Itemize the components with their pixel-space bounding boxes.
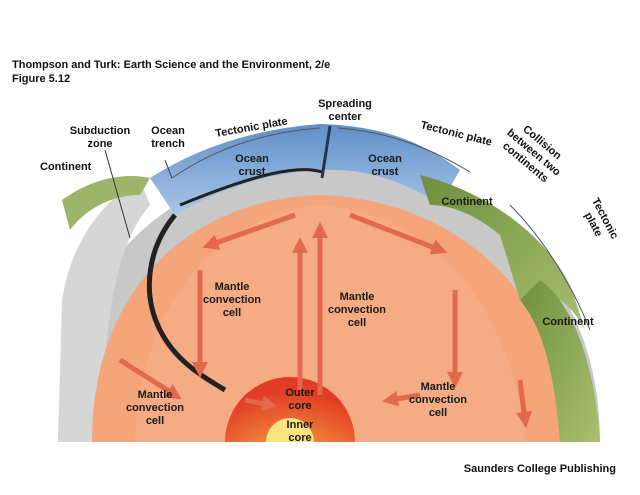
svg-text:crust: crust	[239, 166, 266, 178]
svg-text:Mantle: Mantle	[138, 389, 173, 401]
label-tectonic-plate-far: Tectonic plate	[582, 196, 621, 241]
label-continent-right: Continent	[542, 316, 594, 328]
spreading-center-ridge	[320, 125, 332, 179]
svg-text:cell: cell	[223, 307, 241, 319]
svg-text:core: core	[288, 400, 311, 412]
label-subduction-zone: Subduction zone	[70, 125, 131, 150]
svg-text:cell: cell	[429, 407, 447, 419]
svg-text:Mantle: Mantle	[215, 281, 250, 293]
svg-text:cell: cell	[348, 317, 366, 329]
figure-number: Figure 5.12	[12, 73, 71, 85]
plate-bracket-arcs	[171, 127, 591, 331]
left-continent-block	[58, 180, 150, 442]
label-outer-core: Outer core	[285, 387, 315, 412]
svg-text:Mantle: Mantle	[340, 291, 375, 303]
label-inner-core: Inner core	[287, 419, 315, 444]
label-mantle-cell-2: Mantle convection cell	[328, 291, 386, 329]
svg-text:crust: crust	[372, 166, 399, 178]
svg-text:convection: convection	[328, 304, 386, 316]
svg-text:convection: convection	[126, 402, 184, 414]
inner-core	[266, 418, 314, 442]
svg-text:trench: trench	[151, 138, 185, 150]
figure-citation: Thompson and Turk: Earth Science and the…	[12, 59, 331, 71]
leader-lines	[104, 149, 173, 239]
publisher-credit: Saunders College Publishing	[463, 463, 616, 475]
label-tectonic-plate-right: Tectonic plate	[419, 119, 493, 148]
label-ocean-trench: Ocean trench	[151, 125, 185, 150]
svg-text:cell: cell	[146, 415, 164, 427]
svg-text:Inner: Inner	[287, 419, 315, 431]
svg-text:Spreading: Spreading	[318, 98, 372, 110]
svg-text:zone: zone	[87, 138, 112, 150]
upper-mantle	[135, 205, 525, 442]
svg-text:convection: convection	[203, 294, 261, 306]
svg-text:Mantle: Mantle	[421, 381, 456, 393]
subducting-slab-top	[179, 168, 323, 207]
left-continent-surface	[62, 176, 150, 230]
label-ocean-crust-left: Ocean crust	[235, 153, 269, 178]
svg-text:Outer: Outer	[285, 387, 315, 399]
svg-text:Subduction: Subduction	[70, 125, 131, 137]
convection-arrows	[118, 212, 532, 428]
svg-text:center: center	[328, 111, 362, 123]
label-spreading-center: Spreading center	[318, 98, 372, 123]
far-right-continent	[520, 280, 600, 442]
label-collision: Collision between two continents	[500, 123, 564, 185]
svg-text:Ocean: Ocean	[235, 153, 269, 165]
label-mantle-cell-3: Mantle convection cell	[126, 389, 184, 427]
svg-text:Ocean: Ocean	[151, 125, 185, 137]
label-ocean-crust-right: Ocean crust	[368, 153, 402, 178]
label-mantle-cell-4: Mantle convection cell	[409, 381, 467, 419]
label-continent-left: Continent	[40, 161, 92, 173]
svg-text:core: core	[288, 432, 311, 444]
svg-text:Ocean: Ocean	[368, 153, 402, 165]
label-continent-mid: Continent	[441, 196, 493, 208]
label-mantle-cell-1: Mantle convection cell	[203, 281, 261, 319]
svg-text:convection: convection	[409, 394, 467, 406]
